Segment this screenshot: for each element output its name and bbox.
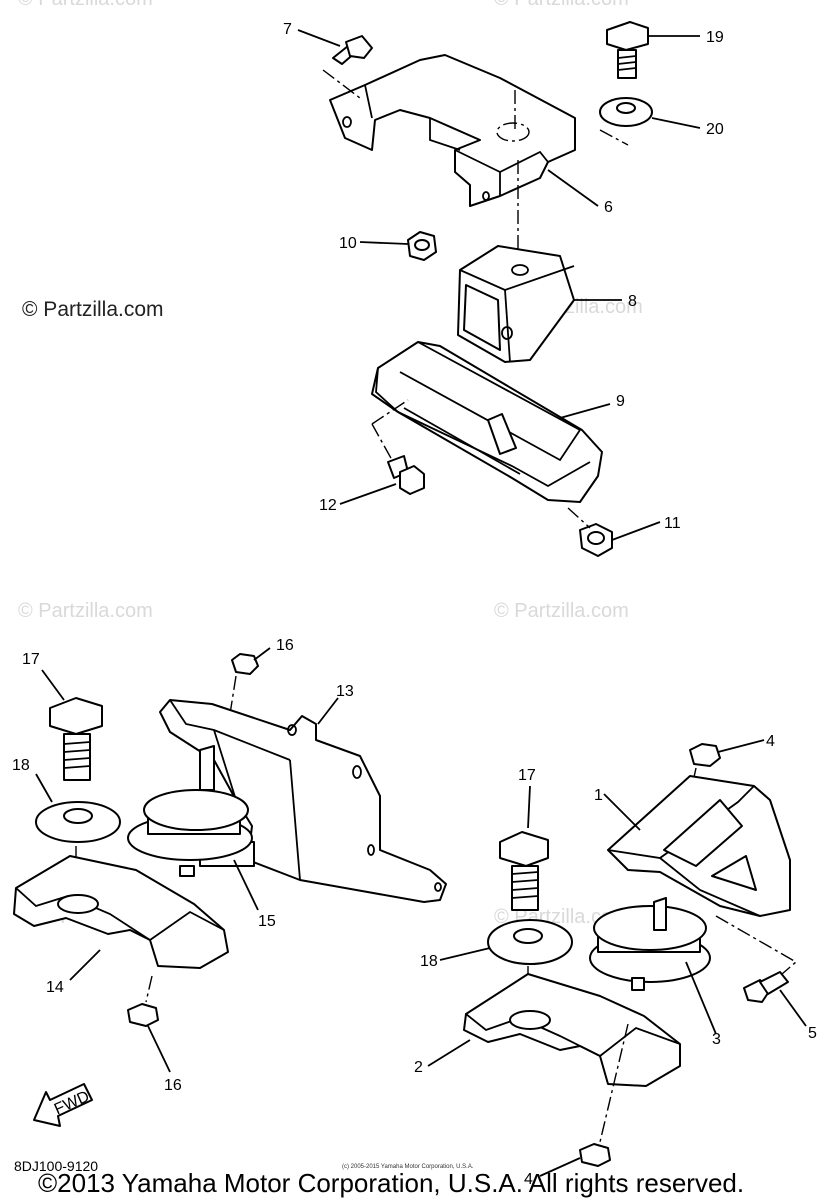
nut-16-bottom [127, 1003, 159, 1027]
callout-9: 9 [616, 393, 625, 410]
mount-8 [457, 245, 575, 363]
callout-19: 19 [706, 29, 724, 46]
mount-15 [127, 745, 255, 877]
callout-20: 20 [706, 121, 724, 138]
callout-6: 6 [604, 199, 613, 216]
callout-5: 5 [808, 1025, 817, 1042]
mount-3 [589, 897, 711, 991]
callout-13: 13 [336, 683, 354, 700]
callout-4-top: 4 [766, 733, 775, 750]
callout-7: 7 [283, 21, 292, 38]
bracket-1 [607, 775, 791, 917]
callout-14: 14 [46, 979, 64, 996]
callout-17-left: 17 [22, 651, 40, 668]
nut-10 [407, 231, 437, 261]
watermark-main: © Partzilla.com [22, 298, 164, 321]
callout-1: 1 [594, 787, 603, 804]
callout-16-bottom: 16 [164, 1077, 182, 1094]
fwd-arrow: FWD [33, 1083, 93, 1127]
nut-16-top [231, 653, 259, 675]
bolt-17-left [49, 697, 103, 781]
washer-20 [599, 97, 653, 127]
watermark-mid-right: © Partzilla.com [494, 600, 629, 622]
stud-12 [387, 455, 425, 495]
stud-9 [487, 413, 517, 455]
nut-11 [579, 523, 613, 557]
bolt-17-right [499, 831, 549, 911]
copyright-small: (c) 2005-2015 Yamaha Motor Corporation, … [342, 1164, 474, 1170]
nut-4-bottom [579, 1143, 611, 1167]
callout-3: 3 [712, 1031, 721, 1048]
bolt-19 [606, 21, 649, 79]
watermark-top-right: © Partzilla.com [494, 0, 629, 11]
callout-10: 10 [339, 235, 357, 252]
callout-17-right: 17 [518, 767, 536, 784]
callout-8: 8 [628, 293, 637, 310]
callout-18-right: 18 [420, 953, 438, 970]
washer-18-right [487, 919, 573, 965]
callout-18-left: 18 [12, 757, 30, 774]
bracket-13 [159, 699, 447, 903]
bolt-5 [743, 971, 789, 1003]
nut-4-top [689, 743, 721, 767]
bracket-6 [329, 54, 576, 207]
bracket-14 [13, 855, 229, 969]
callout-16-top: 16 [276, 637, 294, 654]
callout-12: 12 [319, 497, 337, 514]
callout-2: 2 [414, 1059, 423, 1076]
bolt-7 [332, 35, 373, 65]
watermark-mid-left: © Partzilla.com [18, 600, 153, 622]
copyright: ©2013 Yamaha Motor Corporation, U.S.A. A… [38, 1168, 745, 1198]
callout-lines [35, 29, 807, 1177]
bracket-2 [463, 973, 681, 1087]
drawing-code: 8DJ100-9120 [14, 1158, 99, 1174]
callout-15: 15 [258, 913, 276, 930]
callout-11: 11 [664, 515, 681, 532]
callout-4-bottom: 4 [524, 1171, 533, 1188]
watermark-top-left: © Partzilla.com [18, 0, 153, 11]
washer-18-left [35, 801, 121, 843]
